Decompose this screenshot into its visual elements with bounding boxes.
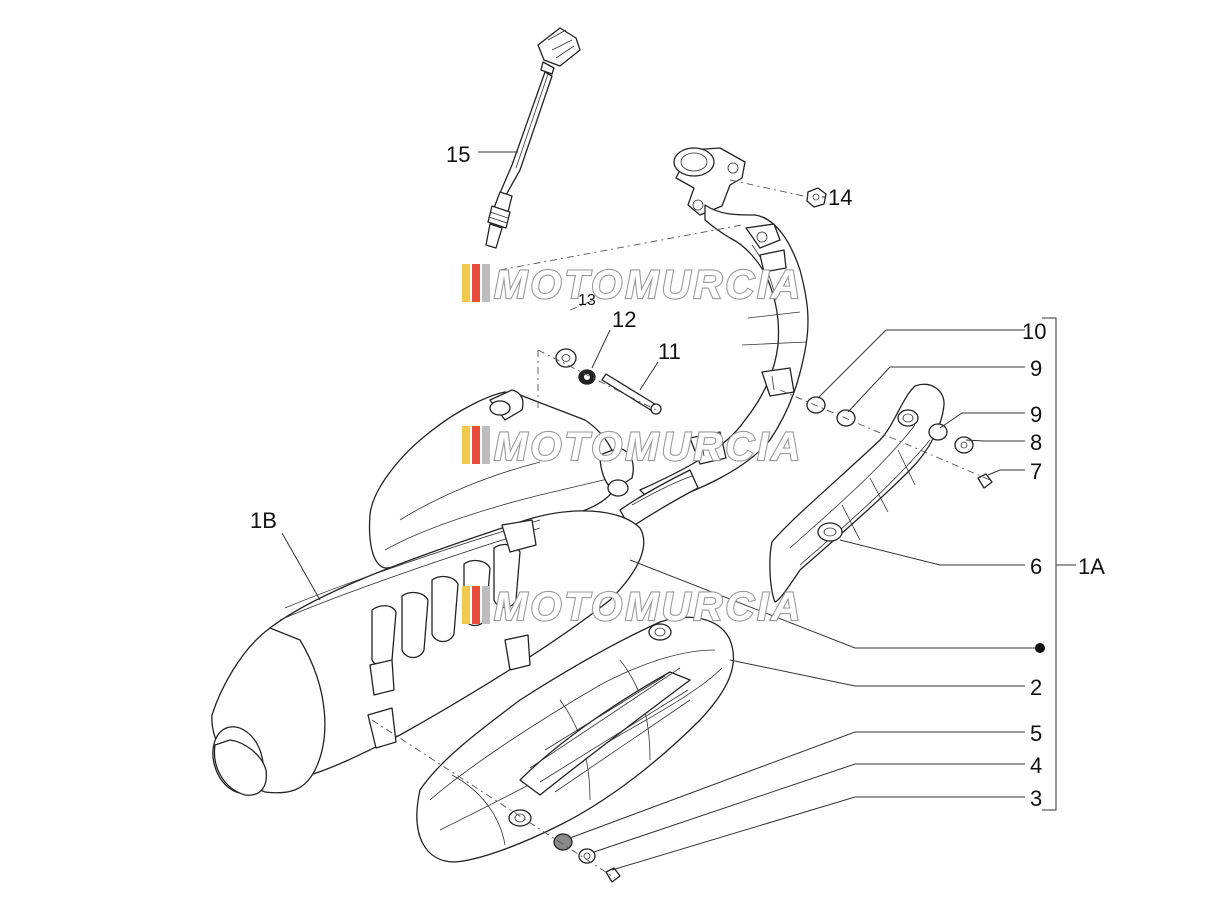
callout-8: 8 [1030, 430, 1042, 455]
watermark-text: MOTOMURCIA [494, 425, 803, 469]
watermark-text: MOTOMURCIA [494, 585, 803, 629]
callout-15: 15 [446, 142, 470, 167]
callout-3: 3 [1030, 786, 1042, 811]
watermark-stripe-grey [482, 426, 490, 464]
callout-10: 10 [1022, 319, 1046, 344]
header-flange-nut [806, 187, 827, 208]
callout-1a: 1A [1078, 554, 1105, 579]
oxygen-sensor [485, 27, 581, 249]
watermark-stripe-grey [482, 264, 490, 302]
callout-9-upper: 9 [1030, 356, 1042, 381]
washer-13 [555, 348, 577, 368]
header-heat-guard [769, 383, 945, 603]
callout-labels: 15 14 13 12 11 10 9 9 8 7 6 1A 1B 2 5 4 … [250, 142, 1105, 811]
exhaust-header-pipe [619, 147, 809, 529]
callout-11: 11 [658, 339, 681, 364]
watermark-1: MOTOMURCIA [462, 262, 803, 308]
watermark-stripe-red [472, 586, 480, 624]
watermark-3: MOTOMURCIA [462, 584, 803, 630]
watermark-stripe-grey [482, 586, 490, 624]
callout-6: 6 [1030, 554, 1042, 579]
callout-5: 5 [1030, 721, 1042, 746]
washer-4 [578, 848, 596, 864]
hardware [553, 348, 993, 883]
callout-4: 4 [1030, 753, 1042, 778]
callout-13: 13 [578, 292, 596, 309]
watermark-stripe-red [472, 264, 480, 302]
watermark-stripe-yellow [462, 586, 470, 624]
screw-3 [605, 867, 621, 883]
assembly-lines [371, 179, 991, 879]
muffler [211, 389, 645, 796]
watermark-text: MOTOMURCIA [494, 263, 803, 307]
watermark-stripe-red [472, 426, 480, 464]
callout-12: 12 [612, 307, 636, 332]
watermark-stripe-yellow [462, 264, 470, 302]
screw-7 [977, 473, 993, 489]
callout-7: 7 [1030, 459, 1042, 484]
callout-2: 2 [1030, 675, 1042, 700]
watermark-2: MOTOMURCIA [462, 424, 803, 470]
callout-1b: 1B [250, 508, 277, 533]
nut-5 [553, 833, 573, 851]
callout-9-lower: 9 [1030, 402, 1042, 427]
leader-lines [281, 151, 1076, 871]
callout-14: 14 [828, 185, 852, 210]
washer-9b [928, 423, 948, 441]
washer-8 [954, 436, 974, 454]
watermark-stripe-yellow [462, 426, 470, 464]
